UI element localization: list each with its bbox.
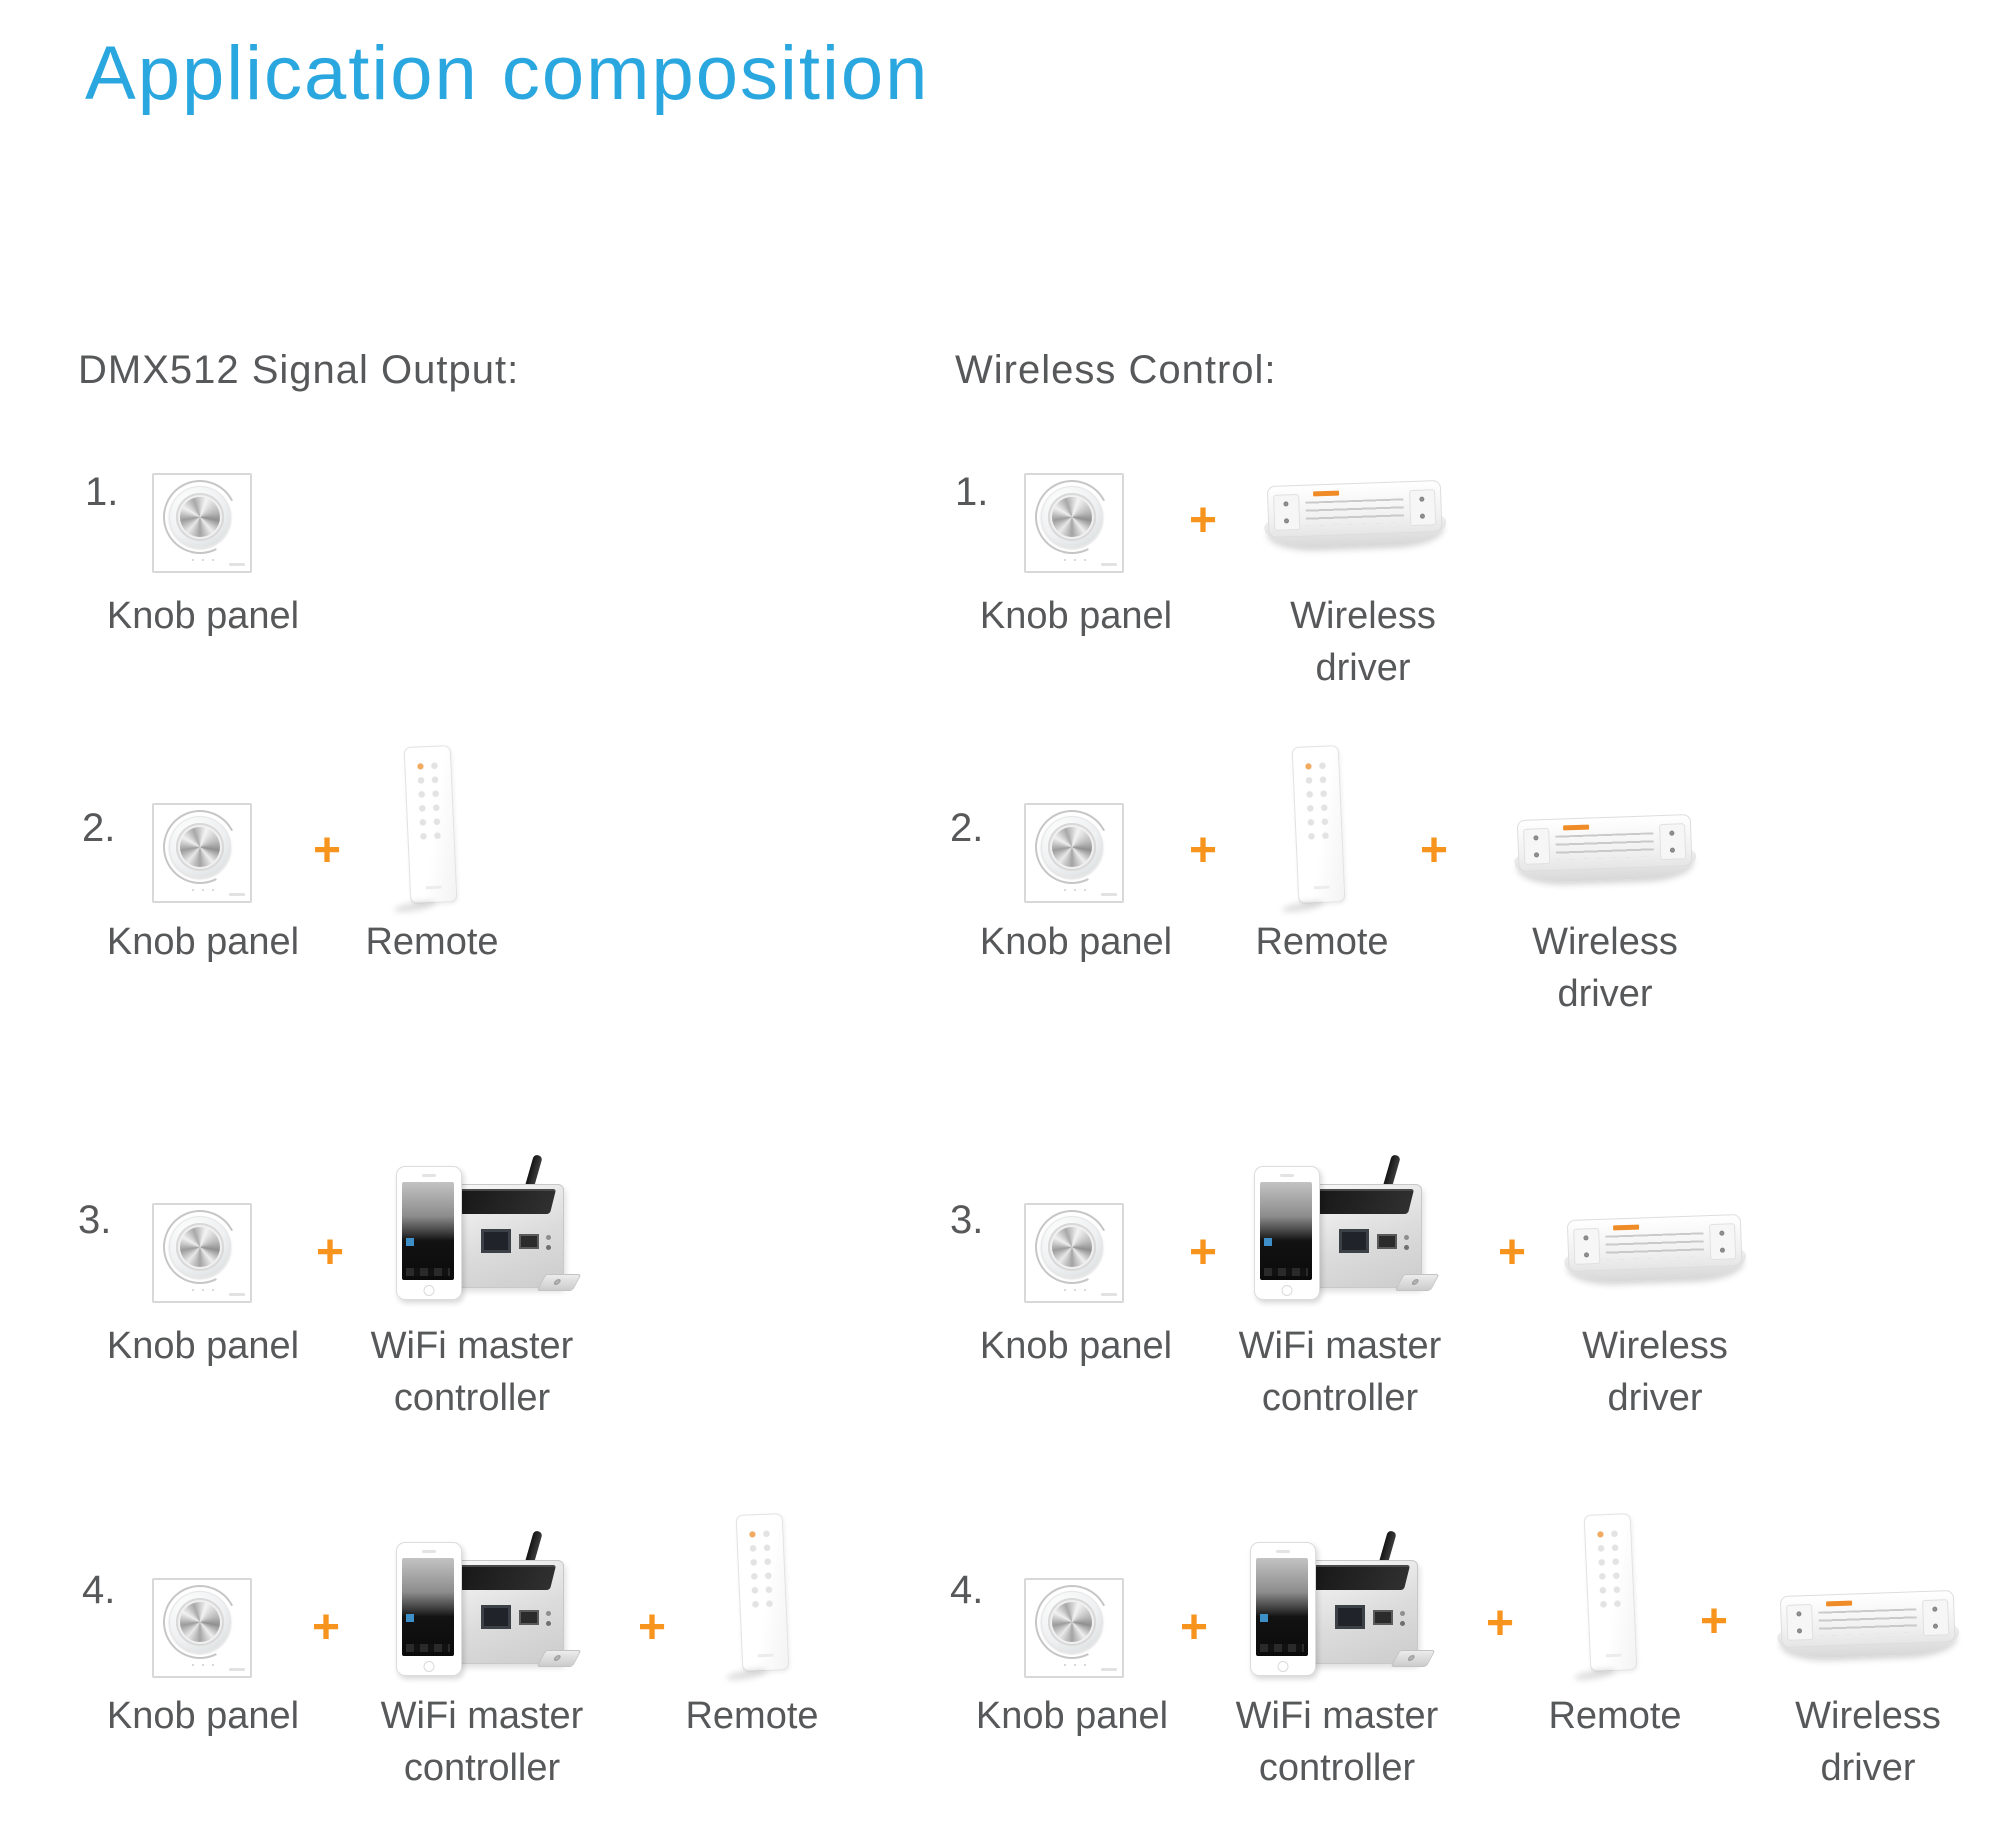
plus-sign: + [1188,1226,1218,1279]
knob-panel-image [1024,1575,1124,1678]
knob-panel-image [1024,1200,1124,1303]
device-label: WiFi master controller [370,1325,574,1419]
device-label: Remote [365,921,499,963]
device-label: Remote [685,1695,819,1737]
row-number: 4. [950,1568,984,1612]
plus-sign: + [315,1226,345,1279]
row-number: 1. [85,470,119,514]
page-title: Application composition [85,31,930,116]
device-label: WiFi master controller [1235,1695,1439,1789]
plus-sign: + [311,1601,341,1654]
plus-sign: + [637,1601,667,1654]
device-label: Knob panel [979,921,1173,963]
plus-sign: + [1497,1226,1527,1279]
remote-image [1281,745,1346,915]
remote-image [1573,1513,1638,1683]
device-label: Wireless driver [1582,1325,1728,1419]
device-label: Knob panel [106,1325,300,1367]
remote-image [393,745,458,915]
plus-sign: + [312,824,342,877]
knob-panel-image [1024,470,1124,573]
wifi-master-controller-image [396,1154,582,1310]
section-heading-dmx512: DMX512 Signal Output: [78,348,520,392]
device-label: Knob panel [106,595,300,637]
knob-panel-image [152,1200,252,1303]
device-label: Knob panel [106,921,300,963]
knob-panel-image [152,800,252,903]
row-number: 1. [955,470,989,514]
row-number: 4. [82,1568,116,1612]
row-number: 2. [82,806,116,850]
device-label: Knob panel [975,1695,1169,1737]
row-number: 3. [950,1198,984,1242]
device-label: Wireless driver [1532,921,1678,1015]
section-heading-wireless: Wireless Control: [955,348,1277,392]
wireless-driver-image [1261,477,1450,561]
wifi-master-controller-image [1254,1154,1440,1310]
device-label: WiFi master controller [380,1695,584,1789]
knob-panel-image [152,1575,252,1678]
plus-sign: + [1485,1597,1515,1650]
plus-sign: + [1188,824,1218,877]
plus-sign: + [1699,1595,1729,1648]
device-label: Remote [1548,1695,1682,1737]
remote-image [725,1513,790,1683]
row-number: 3. [78,1198,112,1242]
wifi-master-controller-image [396,1530,582,1686]
plus-sign: + [1179,1601,1209,1654]
device-label: Wireless driver [1795,1695,1941,1789]
plus-sign: + [1188,494,1218,547]
device-label: Knob panel [979,595,1173,637]
wifi-master-controller-image [1250,1530,1436,1686]
wireless-driver-image [1561,1211,1750,1295]
knob-panel-image [152,470,252,573]
device-label: Knob panel [106,1695,300,1737]
knob-panel-image [1024,800,1124,903]
plus-sign: + [1419,824,1449,877]
device-label: Wireless driver [1290,595,1436,689]
wireless-driver-image [1511,811,1700,895]
device-label: Knob panel [979,1325,1173,1367]
row-number: 2. [950,806,984,850]
wireless-driver-image [1774,1587,1963,1671]
device-label: WiFi master controller [1238,1325,1442,1419]
device-label: Remote [1255,921,1389,963]
